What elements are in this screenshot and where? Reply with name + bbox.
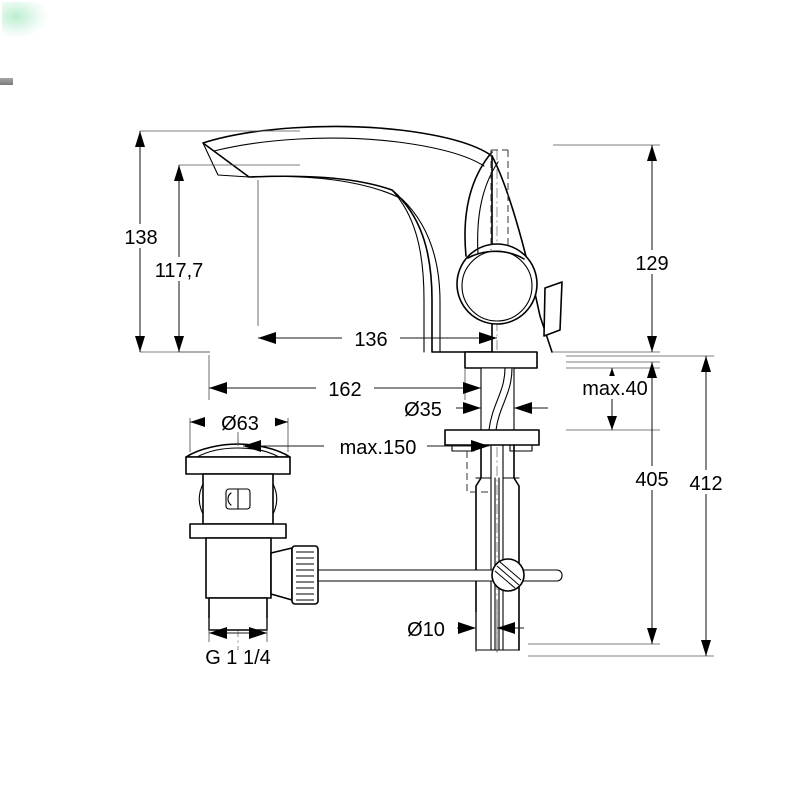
drain-assembly: [185, 443, 319, 631]
dimension-thread: G 1 1/4: [205, 618, 271, 669]
dimension-405: 405: [528, 361, 680, 645]
hose-b: [495, 367, 513, 431]
spout-underside-line: [248, 175, 441, 353]
dimension-405-label: 405: [635, 469, 668, 491]
dimension-max150-label: max.150: [340, 437, 417, 459]
lever-handle-tab: [543, 281, 563, 337]
dimension-117-7-label: 117,7: [155, 260, 204, 282]
waste-thread-section: [208, 597, 268, 631]
dimension-136: 136: [257, 180, 497, 351]
cartridge-cap-circle: [456, 243, 538, 325]
lever-arm-inner: [477, 161, 499, 255]
hose-a: [488, 367, 506, 431]
dimension-138: 138: [114, 130, 300, 353]
dimension-max150: max.150: [237, 432, 489, 459]
drain-flange-ring: [185, 456, 291, 475]
dimension-136-label: 136: [354, 329, 387, 351]
drain-flange-arc: [196, 447, 280, 458]
mixer-body-group: [202, 125, 563, 369]
dimension-max40: max.40: [566, 367, 660, 431]
dimension-d63: Ø63: [189, 410, 289, 452]
rod-joint-hatch: [494, 561, 522, 589]
lever-arm: [464, 151, 493, 257]
dimension-d10-label: Ø10: [407, 619, 445, 641]
dimension-129: 129: [553, 144, 680, 353]
spout-outline: [202, 125, 493, 353]
washer-step-right: [509, 444, 533, 452]
drain-neck-right-notch: [272, 483, 278, 515]
valve-symbol: [225, 488, 251, 510]
dimension-129-label: 129: [635, 253, 668, 275]
cap-top-arc: [467, 250, 525, 260]
dimension-d35: Ø35: [392, 396, 548, 421]
dimension-d35-label: Ø35: [404, 399, 442, 421]
base-plate: [464, 351, 538, 369]
dimension-d63-label: Ø63: [221, 413, 259, 435]
dimension-d10: Ø10: [395, 600, 524, 652]
dimension-thread-label: G 1 1/4: [205, 647, 271, 669]
spout-top-inner-line: [213, 137, 485, 167]
neck-fold-line: [391, 189, 425, 353]
drain-mid-flange: [189, 523, 287, 539]
cartridge-stem-hidden: [490, 150, 509, 250]
knob-knurl-lines: [296, 551, 314, 601]
horizontal-rod-group: [299, 558, 563, 592]
pivot-nut-shoulder: [270, 547, 293, 601]
dimension-117-7: 117,7: [141, 164, 300, 353]
dimension-162-label: 162: [328, 379, 361, 401]
dimension-max40-label: max.40: [582, 378, 648, 400]
pivot-nut-knob: [291, 545, 319, 605]
body-right-flank: [491, 155, 553, 353]
drain-body: [205, 537, 272, 599]
drain-neck-left-notch: [198, 483, 204, 515]
dimension-412-label: 412: [689, 473, 722, 495]
mounting-washer: [444, 429, 540, 446]
lift-rod-column: [490, 444, 504, 651]
spout-tip-chamfer: [202, 142, 250, 178]
shank-lower: [475, 444, 520, 651]
dimension-162: 162: [208, 355, 481, 401]
dimension-412: 412: [528, 355, 734, 657]
dimension-138-label: 138: [124, 227, 157, 249]
shank-internal-hidden: [466, 451, 492, 493]
